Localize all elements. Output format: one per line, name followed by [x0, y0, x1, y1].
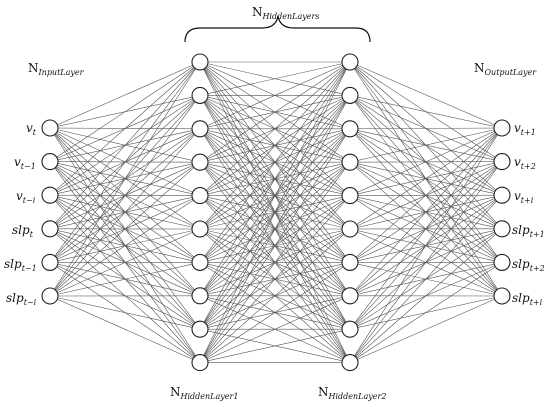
hidden1-node [191, 86, 209, 104]
hidden1-node [191, 287, 209, 305]
connection-edge [49, 262, 201, 297]
hidden1-node [191, 320, 209, 338]
connection-edge [349, 127, 503, 230]
connection-edges [49, 61, 503, 363]
hidden1-node [191, 253, 209, 271]
connection-edge [49, 295, 201, 330]
connection-edge [49, 61, 201, 196]
connection-edge [199, 162, 351, 363]
input-node-label: slpt [12, 223, 33, 239]
input-layer-title: NInputLayer [28, 61, 84, 77]
connection-edge [199, 195, 351, 363]
connection-edge [49, 61, 201, 230]
connection-edge [49, 95, 201, 297]
output-node-label: slpt+1 [512, 223, 545, 239]
input-node-label: slpt−i [6, 291, 37, 307]
hidden1-node [191, 120, 209, 138]
connection-edge [349, 262, 503, 363]
hidden2-node [341, 287, 359, 305]
connection-edge [49, 61, 201, 263]
connection-edge [199, 262, 351, 363]
connection-edge [349, 127, 503, 130]
output-node [493, 287, 511, 305]
connection-edge [199, 61, 351, 363]
output-node [493, 220, 511, 238]
connection-edge [349, 127, 503, 263]
input-node-label: vt [26, 121, 36, 137]
output-node-label: slpt+2 [512, 257, 545, 273]
connection-edge [199, 295, 351, 363]
hidden2-node [341, 220, 359, 238]
input-node [41, 153, 59, 171]
input-node [41, 220, 59, 238]
connection-edge [49, 228, 201, 297]
connection-edge [49, 61, 201, 129]
connection-edge [199, 228, 351, 363]
hidden-layers-title: NHiddenLayers [252, 5, 320, 21]
hidden1-node [191, 53, 209, 71]
hidden2-node [341, 187, 359, 205]
connection-edge [199, 128, 351, 363]
connection-edge [199, 61, 351, 130]
connection-edge [49, 128, 201, 297]
output-node [493, 253, 511, 271]
connection-edge [199, 61, 351, 230]
connection-edge [349, 127, 503, 163]
hidden1-node [191, 354, 209, 372]
connection-edge [349, 127, 503, 330]
connection-edge [349, 295, 503, 363]
output-node-label: slpt+i [512, 291, 543, 307]
hidden-layer1-title: NHiddenLayer1 [170, 385, 239, 401]
hidden2-node [341, 53, 359, 71]
connection-edge [349, 127, 503, 196]
hidden-layer2-title: NHiddenLayer2 [318, 385, 387, 401]
connection-edge [49, 295, 201, 363]
hidden2-node [341, 86, 359, 104]
connection-edge [199, 61, 351, 263]
input-node [41, 287, 59, 305]
connection-edge [199, 61, 351, 163]
hidden1-node [191, 153, 209, 171]
connection-edge [349, 228, 503, 363]
input-node [41, 186, 59, 204]
output-node-label: vt+1 [514, 121, 536, 137]
hidden1-node [191, 220, 209, 238]
output-node [493, 153, 511, 171]
connection-edge [199, 61, 351, 196]
input-node-label: vt−i [16, 189, 36, 205]
connection-edge [199, 61, 351, 296]
connection-edge [49, 61, 201, 297]
connection-edge [199, 61, 351, 330]
connection-edge [349, 127, 503, 297]
connection-edge [349, 161, 503, 363]
network-nodes [41, 53, 511, 372]
connection-edge [199, 61, 351, 96]
hidden2-node [341, 320, 359, 338]
connection-edge [199, 95, 351, 363]
connection-edge [49, 195, 201, 297]
hidden2-node [341, 253, 359, 271]
connection-edge [199, 328, 351, 363]
input-node-label: slpt−1 [4, 257, 37, 273]
hidden2-node [341, 354, 359, 372]
output-node-label: vt+i [514, 189, 534, 205]
hidden1-node [191, 187, 209, 205]
connection-edge [349, 127, 503, 363]
hidden2-node [341, 153, 359, 171]
input-node [41, 119, 59, 137]
hidden2-node [341, 120, 359, 138]
input-node [41, 253, 59, 271]
connection-edge [349, 61, 503, 129]
connection-edge [49, 61, 201, 162]
input-node-label: vt−1 [14, 155, 36, 171]
connection-edge [49, 161, 201, 297]
output-node [493, 186, 511, 204]
output-node [493, 119, 511, 137]
output-node-label: vt+2 [514, 155, 536, 171]
hidden-layers-brace [184, 15, 371, 43]
connection-edge [349, 194, 503, 363]
connection-edge [349, 95, 503, 129]
output-layer-title: NOutputLayer [474, 61, 537, 77]
